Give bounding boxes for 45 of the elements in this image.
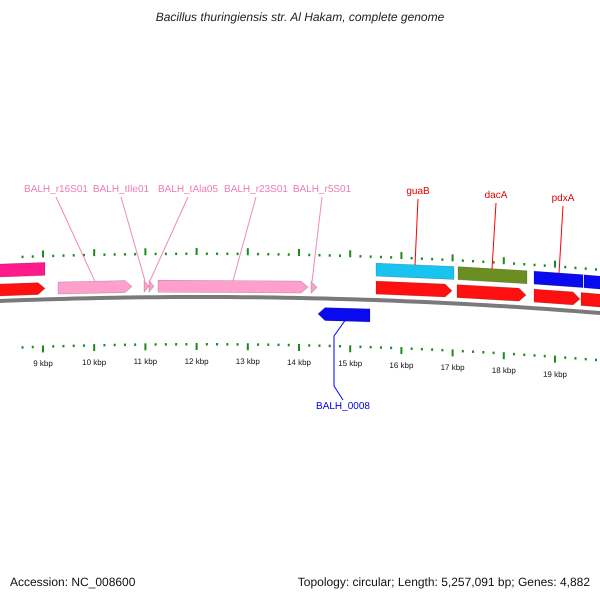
gene-label: BALH_r16S01 bbox=[24, 184, 88, 196]
gene-label: pdxA bbox=[552, 193, 574, 205]
leader-line bbox=[120, 196, 146, 282]
scale-label: 13 kbp bbox=[236, 357, 260, 368]
gene-feature bbox=[58, 280, 132, 294]
scale-label: 17 kbp bbox=[440, 363, 465, 374]
gene-label: BALH_0008 bbox=[316, 401, 370, 413]
gene-block bbox=[0, 262, 46, 278]
gene-label: BALH_tIle01 bbox=[92, 184, 150, 196]
gene-feature bbox=[144, 280, 150, 293]
scale-label: 14 kbp bbox=[286, 358, 312, 368]
scale-label: 15 kbp bbox=[338, 359, 362, 370]
leader-line bbox=[558, 206, 564, 274]
title: Bacillus thuringiensis str. Al Hakam, complete genome bbox=[156, 10, 444, 24]
scale-label: 19 kbp bbox=[542, 370, 568, 380]
leader-line bbox=[312, 196, 322, 282]
gene-feature bbox=[456, 284, 526, 302]
scale-label: 16 kbp bbox=[389, 361, 414, 372]
leader-line bbox=[492, 202, 496, 270]
gene-feature bbox=[158, 280, 308, 294]
gene-block bbox=[376, 262, 454, 280]
gene-label: BALH_tAla05 bbox=[158, 184, 218, 196]
gene-block bbox=[458, 266, 528, 284]
scale-label: 11 kbp bbox=[134, 357, 158, 368]
gene-feature bbox=[148, 280, 154, 293]
gene-feature bbox=[580, 292, 600, 310]
gene-feature bbox=[0, 282, 46, 297]
leader-line bbox=[334, 320, 346, 400]
gene-feature bbox=[310, 280, 318, 294]
gene-feature bbox=[376, 280, 452, 298]
gene-label: guaB bbox=[406, 186, 430, 198]
scale-label: 10 kbp bbox=[82, 358, 106, 368]
scale-label: 9 kbp bbox=[33, 359, 53, 370]
gene-label: BALH_r5S01 bbox=[292, 184, 352, 196]
gene-feature bbox=[318, 307, 370, 322]
leader-line bbox=[150, 196, 188, 282]
leader-line bbox=[232, 196, 256, 282]
scale-label: 12 kbp bbox=[184, 357, 209, 367]
scale-label: 18 kbp bbox=[492, 366, 516, 376]
leader-line bbox=[56, 196, 96, 282]
genome-summary: Topology: circular; Length: 5,257,091 bp; Genes: 4,882 bbox=[298, 575, 590, 589]
leader-line bbox=[414, 198, 418, 266]
accession-label: Accession: NC_008600 bbox=[10, 575, 136, 589]
gene-label: BALH_r23S01 bbox=[224, 184, 288, 196]
gene-label: dacA bbox=[484, 190, 508, 202]
